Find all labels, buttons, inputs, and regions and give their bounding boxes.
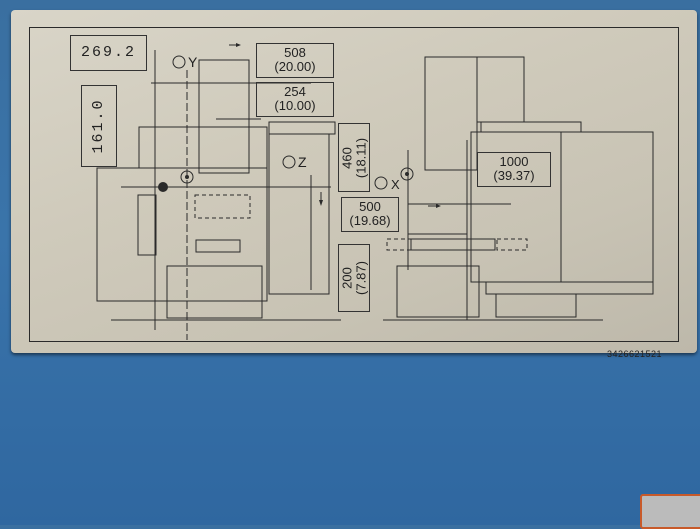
machine-diagram bbox=[96, 43, 654, 340]
machine-travel-plate: 269.2 161.0 Y Z X 508 (20.00) 254 (10.00… bbox=[11, 10, 697, 359]
x-travel-dimension: 1000 (39.37) bbox=[477, 152, 551, 187]
x-half-travel-dimension: 500 (19.68) bbox=[341, 197, 399, 232]
y-half-travel-dimension: 254 (10.00) bbox=[256, 82, 334, 117]
z-offset-dimension: 200 (7.87) bbox=[338, 244, 370, 312]
z-position-readout: 161.0 bbox=[81, 85, 117, 167]
corner-label bbox=[640, 494, 700, 529]
y-position-readout: 269.2 bbox=[70, 35, 147, 71]
z-travel-dimension: 460 (18.11) bbox=[338, 123, 370, 192]
plate-border bbox=[29, 27, 679, 342]
serial-number: 3426621521 bbox=[607, 349, 663, 359]
x-axis-label: X bbox=[391, 177, 400, 192]
y-axis-label: Y bbox=[188, 54, 198, 70]
y-travel-dimension: 508 (20.00) bbox=[256, 43, 334, 78]
z-axis-label: Z bbox=[298, 154, 307, 170]
